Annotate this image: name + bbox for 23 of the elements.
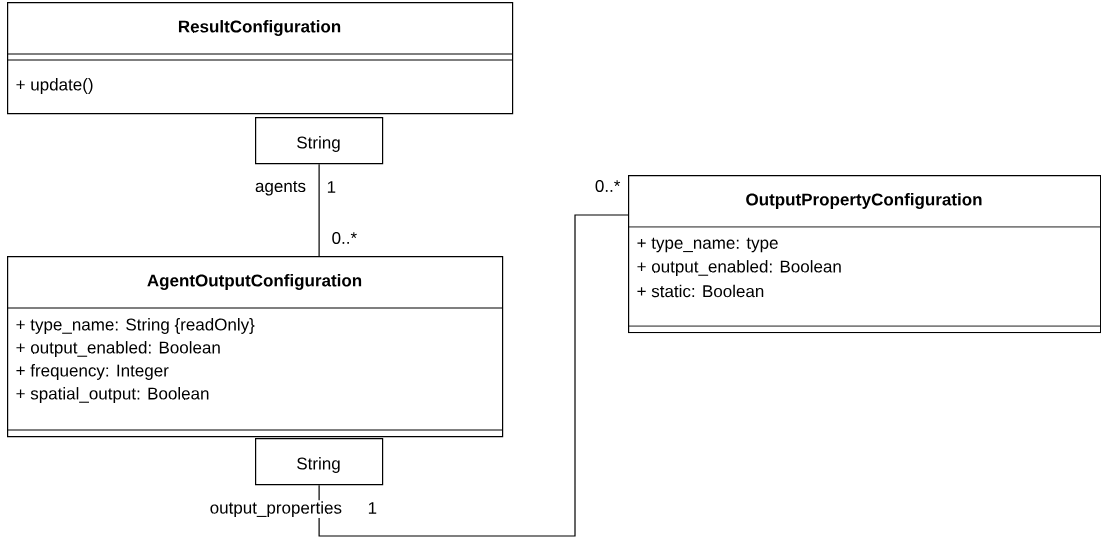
class-box	[6, 2, 514, 115]
attribute-text: + type_name: String {readOnly}	[16, 318, 255, 334]
class-name: OutputPropertyConfiguration	[746, 193, 982, 209]
attribute-text: + spatial_output: Boolean	[16, 387, 209, 403]
attribute-text: + type_name: type	[637, 237, 778, 253]
attribute-text: + static: Boolean	[637, 284, 764, 298]
class-box	[627, 175, 1101, 334]
attribute-text: + output_enabled: Boolean	[637, 260, 841, 276]
class-box	[6, 256, 504, 438]
multiplicity: 1	[327, 181, 336, 193]
multiplicity: 1	[368, 502, 377, 514]
multiplicity: 0..*	[332, 232, 357, 244]
qualifier-box: String	[255, 117, 384, 165]
class-name: AgentOutputConfiguration	[147, 274, 362, 290]
class-name: ResultConfiguration	[178, 20, 341, 36]
attribute-text: + output_enabled: Boolean	[16, 341, 220, 357]
role-name: output_properties	[208, 500, 343, 519]
method-text: + update()	[16, 78, 93, 94]
connector-line	[318, 163, 320, 257]
attribute-text: + frequency: Integer	[16, 364, 169, 380]
connector-line	[318, 214, 629, 537]
role-name: agents	[253, 179, 307, 197]
qualifier-box: String	[255, 438, 384, 486]
